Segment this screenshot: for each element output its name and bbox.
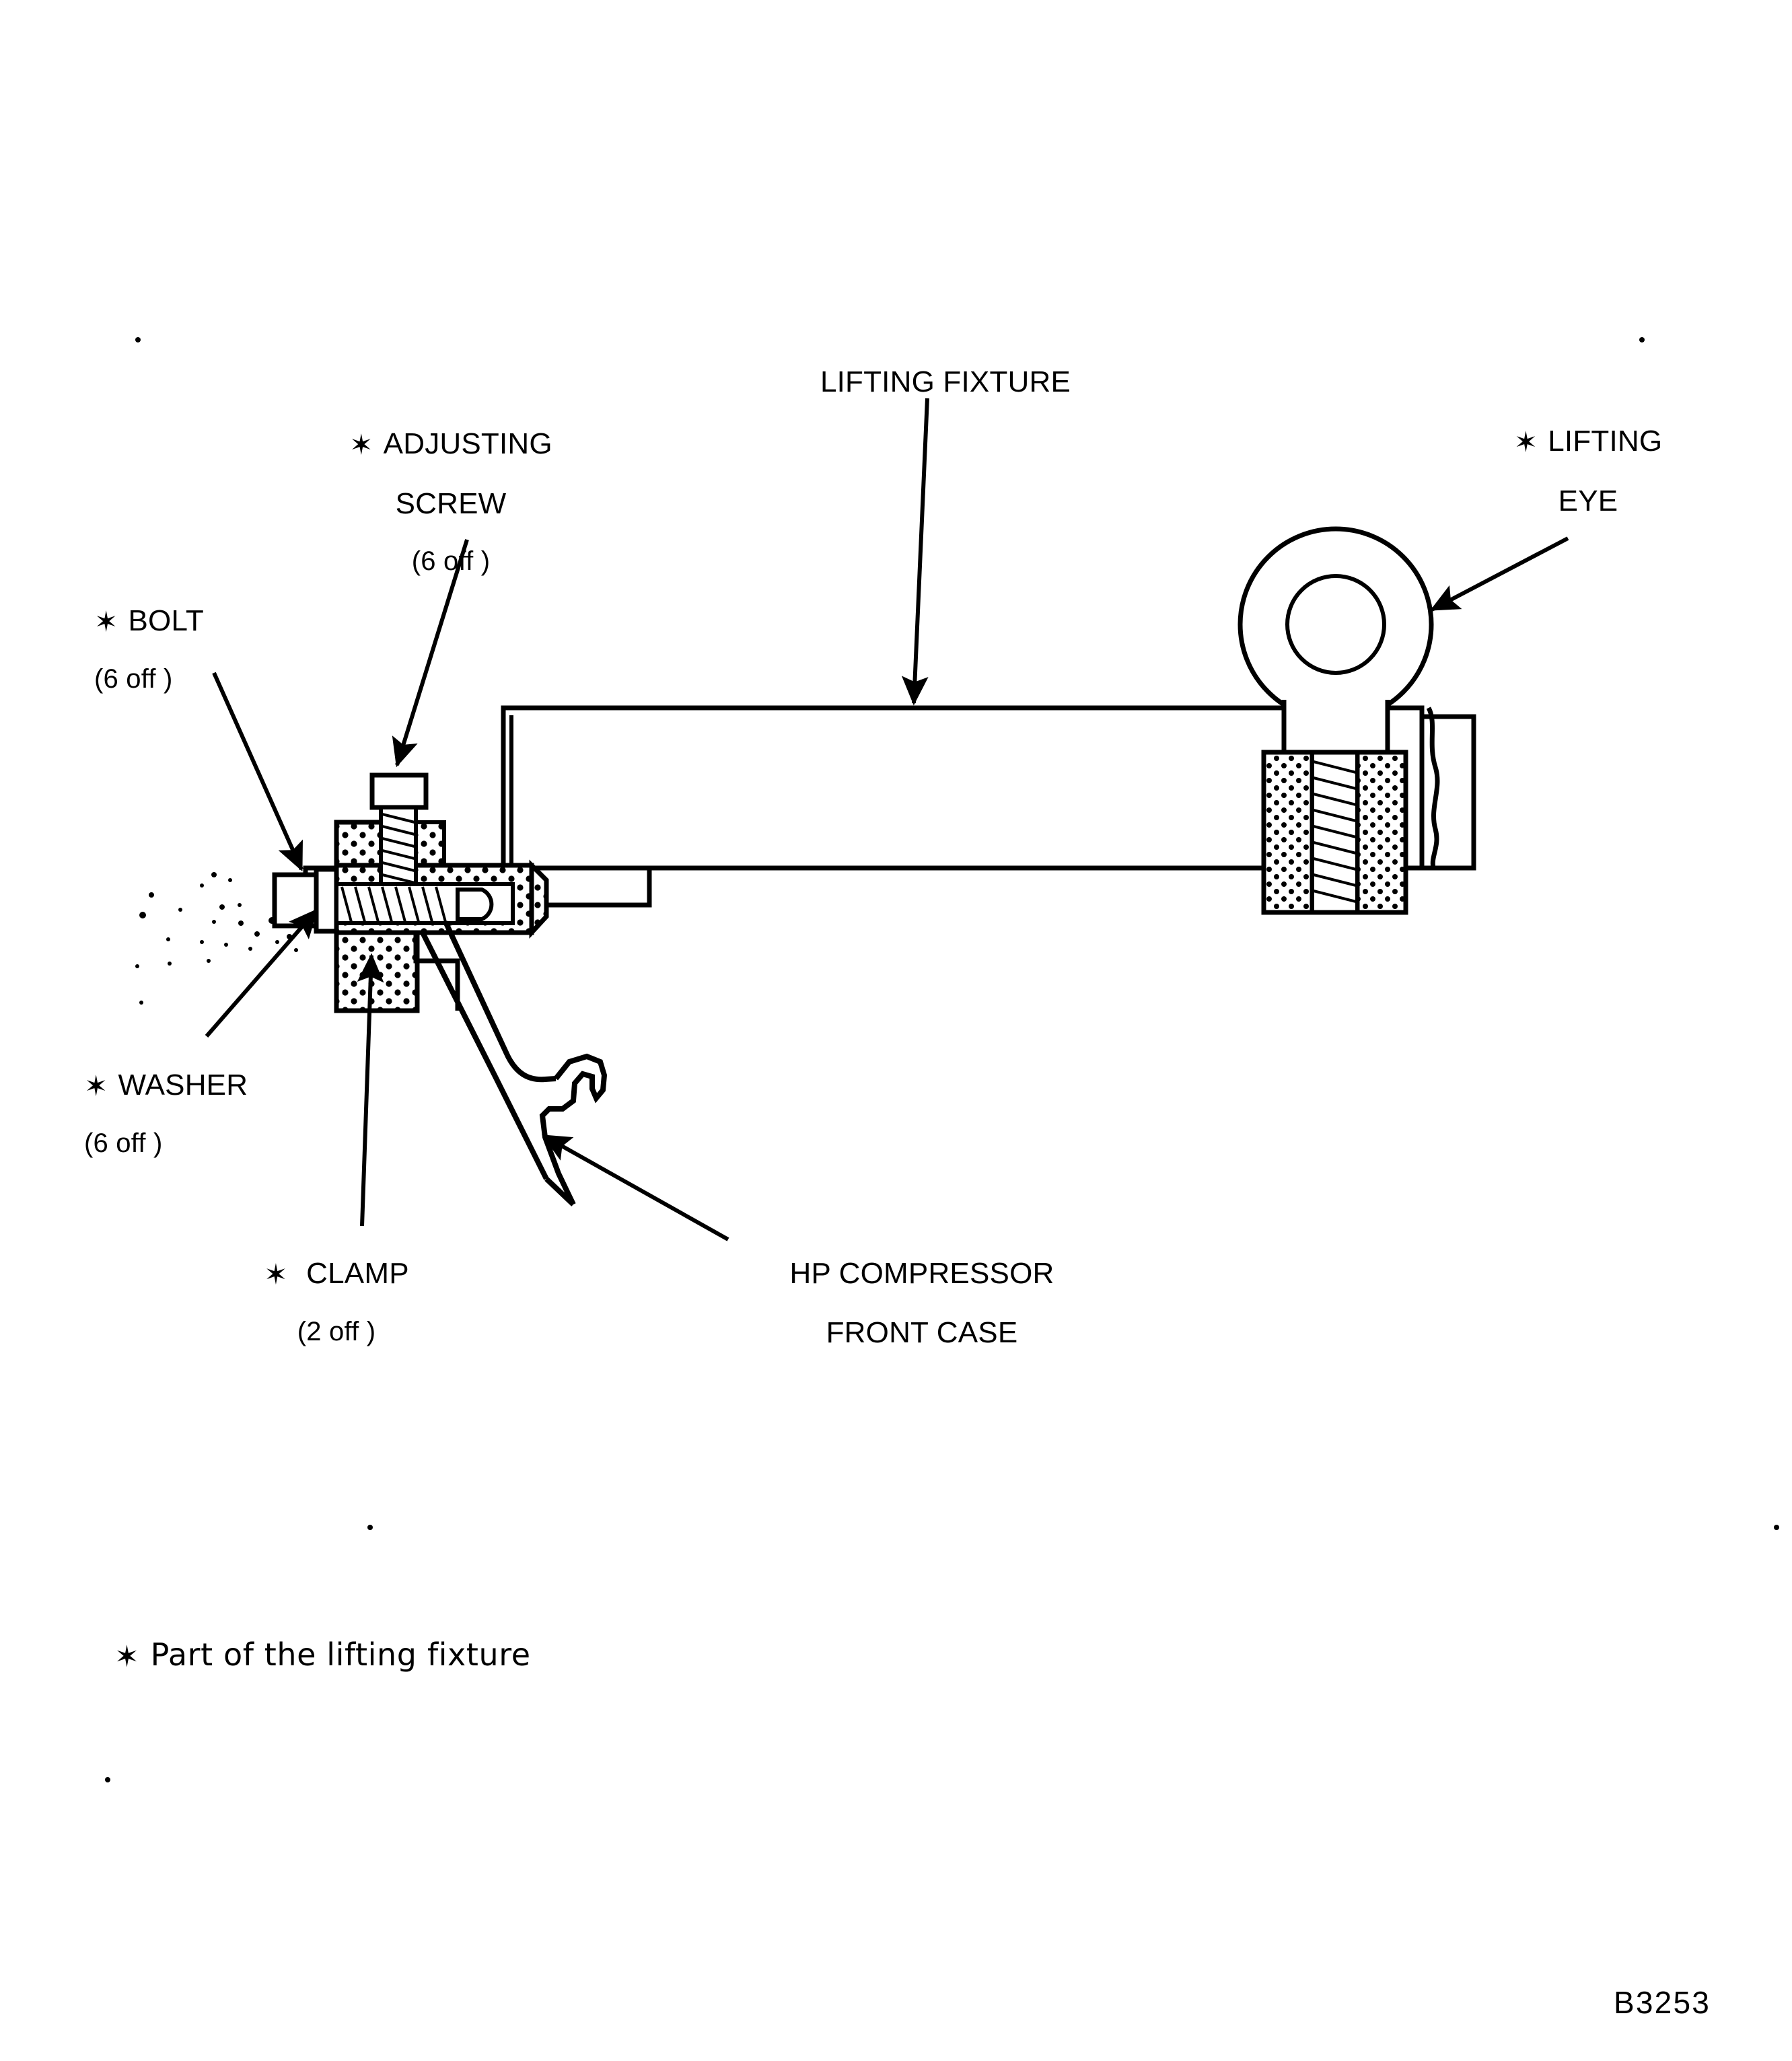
leader-adjusting-screw	[392, 539, 469, 768]
callout-lifting-fixture-line1: LIFTING FIXTURE	[820, 365, 1071, 399]
callout-bolt: ✶ BOLT (6 off )	[94, 579, 316, 719]
callout-clamp: ✶ CLAMP (2 off )	[222, 1231, 451, 1372]
callout-washer: ✶ WASHER (6 off )	[84, 1043, 313, 1184]
scan-speckle	[105, 337, 1779, 1782]
footnote-text: Part of the lifting fixture	[150, 1636, 531, 1673]
callout-lifting-fixture: LIFTING FIXTURE	[770, 340, 1120, 424]
callout-clamp-text: CLAMP	[297, 1257, 409, 1291]
leader-lifting-eye	[1429, 536, 1569, 612]
callout-adjusting-screw-line1: ✶ ADJUSTING	[310, 427, 592, 462]
callout-lifting-eye-line1: ✶ LIFTING	[1477, 424, 1699, 459]
leader-bolt	[212, 672, 303, 872]
callout-lifting-eye-text: LIFTING	[1548, 425, 1663, 458]
leader-lifting-fixture	[901, 398, 929, 706]
asterisk-icon: ✶	[114, 1639, 151, 1674]
leader-washer	[205, 908, 318, 1038]
callout-washer-line1: ✶ WASHER	[84, 1068, 313, 1103]
callout-clamp-line1: ✶ CLAMP	[222, 1256, 451, 1291]
leader-hp-case	[541, 1134, 729, 1241]
asterisk-icon: ✶	[264, 1258, 298, 1291]
lifting-eye	[1238, 526, 1434, 755]
callout-lifting-eye-line2: EYE	[1558, 484, 1618, 517]
leader-clamp	[357, 953, 384, 1227]
callout-adjusting-screw-line2: SCREW	[395, 486, 507, 520]
asterisk-icon: ✶	[1513, 425, 1548, 459]
asterisk-icon: ✶	[84, 1069, 118, 1103]
leader-lines	[205, 398, 1569, 1241]
callout-clamp-qty: (2 off )	[297, 1316, 376, 1346]
callout-washer-qty: (6 off )	[84, 1128, 163, 1158]
footnote: ✶ Part of the lifting fixture	[114, 1636, 720, 1674]
asterisk-icon: ✶	[94, 605, 129, 639]
figure-id: B3253	[1614, 1985, 1711, 2020]
callout-washer-text: WASHER	[118, 1069, 248, 1102]
callout-hp-case-line1: HP COMPRESSOR	[789, 1257, 1054, 1291]
callout-bolt-qty: (6 off )	[94, 663, 173, 694]
asterisk-icon: ✶	[349, 428, 384, 462]
lifting-eye-nut	[1261, 750, 1408, 915]
callout-adjusting-screw-qty: (6 off )	[411, 546, 491, 576]
callout-bolt-line1: ✶ BOLT	[94, 604, 316, 639]
callout-hp-case-line2: FRONT CASE	[826, 1316, 1018, 1350]
callout-adjusting-screw: ✶ ADJUSTING SCREW (6 off )	[310, 402, 592, 602]
callout-hp-compressor-front-case: HP COMPRESSOR FRONT CASE	[747, 1231, 1097, 1375]
callout-bolt-text: BOLT	[128, 604, 204, 638]
hp-compressor-front-case	[420, 920, 608, 1206]
callout-lifting-eye: ✶ LIFTING EYE	[1477, 399, 1699, 543]
callout-adjusting-screw-text: ADJUSTING	[383, 427, 552, 461]
